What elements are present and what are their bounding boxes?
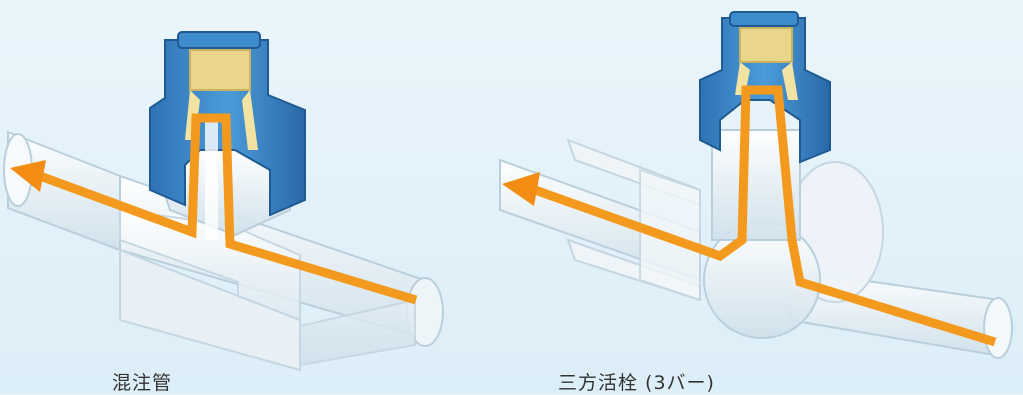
three-way-stopcock-icon	[499, 11, 1013, 359]
right-flow-arrow-icon	[502, 85, 997, 347]
caption-mixing-tube: 混注管	[112, 372, 173, 394]
mixing-tube-icon	[3, 31, 444, 372]
caption-three-way-stopcock: 三方活栓 (3バー)	[558, 372, 715, 394]
left-flow-arrow-icon	[10, 113, 418, 305]
